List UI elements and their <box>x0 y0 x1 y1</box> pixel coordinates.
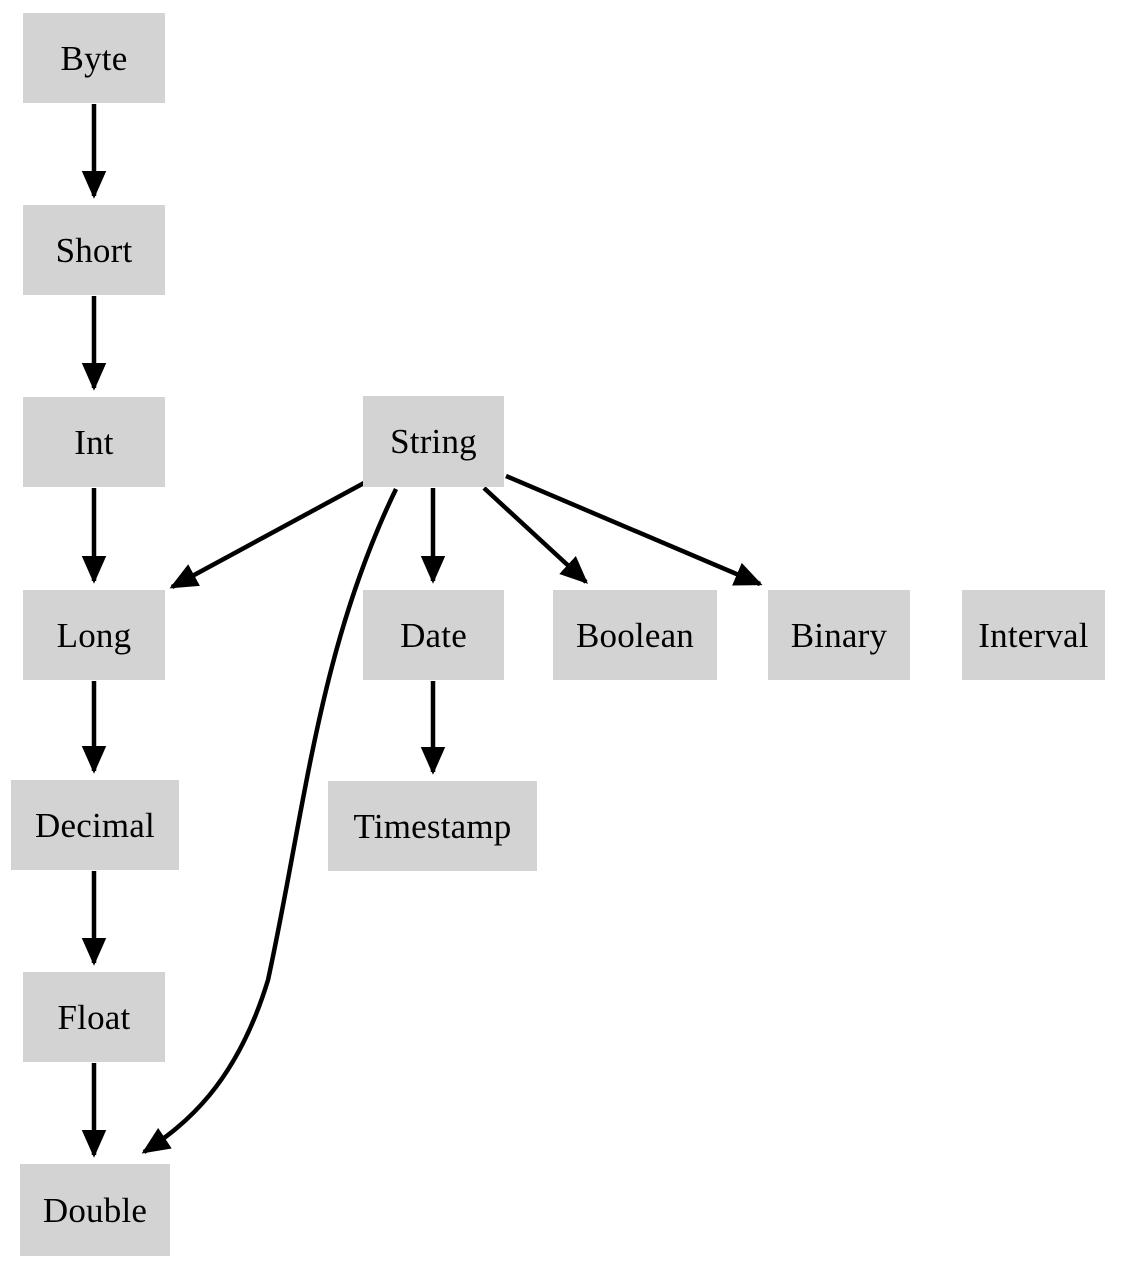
edge-string-boolean <box>482 486 589 584</box>
node-date-label: Date <box>400 615 467 655</box>
node-byte[interactable]: Byte <box>23 13 165 103</box>
node-short-label: Short <box>55 230 133 270</box>
node-long[interactable]: Long <box>23 590 165 680</box>
node-float[interactable]: Float <box>23 972 165 1062</box>
node-string[interactable]: String <box>363 396 504 487</box>
node-string-label: String <box>390 422 477 461</box>
node-date[interactable]: Date <box>363 590 504 680</box>
node-decimal[interactable]: Decimal <box>11 780 179 870</box>
node-binary-label: Binary <box>790 615 888 655</box>
node-byte-label: Byte <box>60 38 128 78</box>
node-interval-label: Interval <box>978 615 1089 655</box>
node-double[interactable]: Double <box>20 1164 170 1256</box>
node-binary[interactable]: Binary <box>768 590 910 680</box>
node-boolean-label: Boolean <box>575 615 695 655</box>
node-int[interactable]: Int <box>23 397 165 487</box>
node-decimal-label: Decimal <box>35 805 155 845</box>
node-interval[interactable]: Interval <box>962 590 1105 680</box>
node-timestamp[interactable]: Timestamp <box>328 781 537 871</box>
node-timestamp-label: Timestamp <box>353 806 512 846</box>
node-short[interactable]: Short <box>23 205 165 295</box>
node-float-label: Float <box>57 997 131 1037</box>
node-int-label: Int <box>74 422 114 462</box>
node-long-label: Long <box>56 615 132 655</box>
node-double-label: Double <box>42 1190 148 1230</box>
node-boolean[interactable]: Boolean <box>553 590 717 680</box>
edge-string-binary <box>505 473 763 587</box>
edge-string-long <box>169 481 366 589</box>
